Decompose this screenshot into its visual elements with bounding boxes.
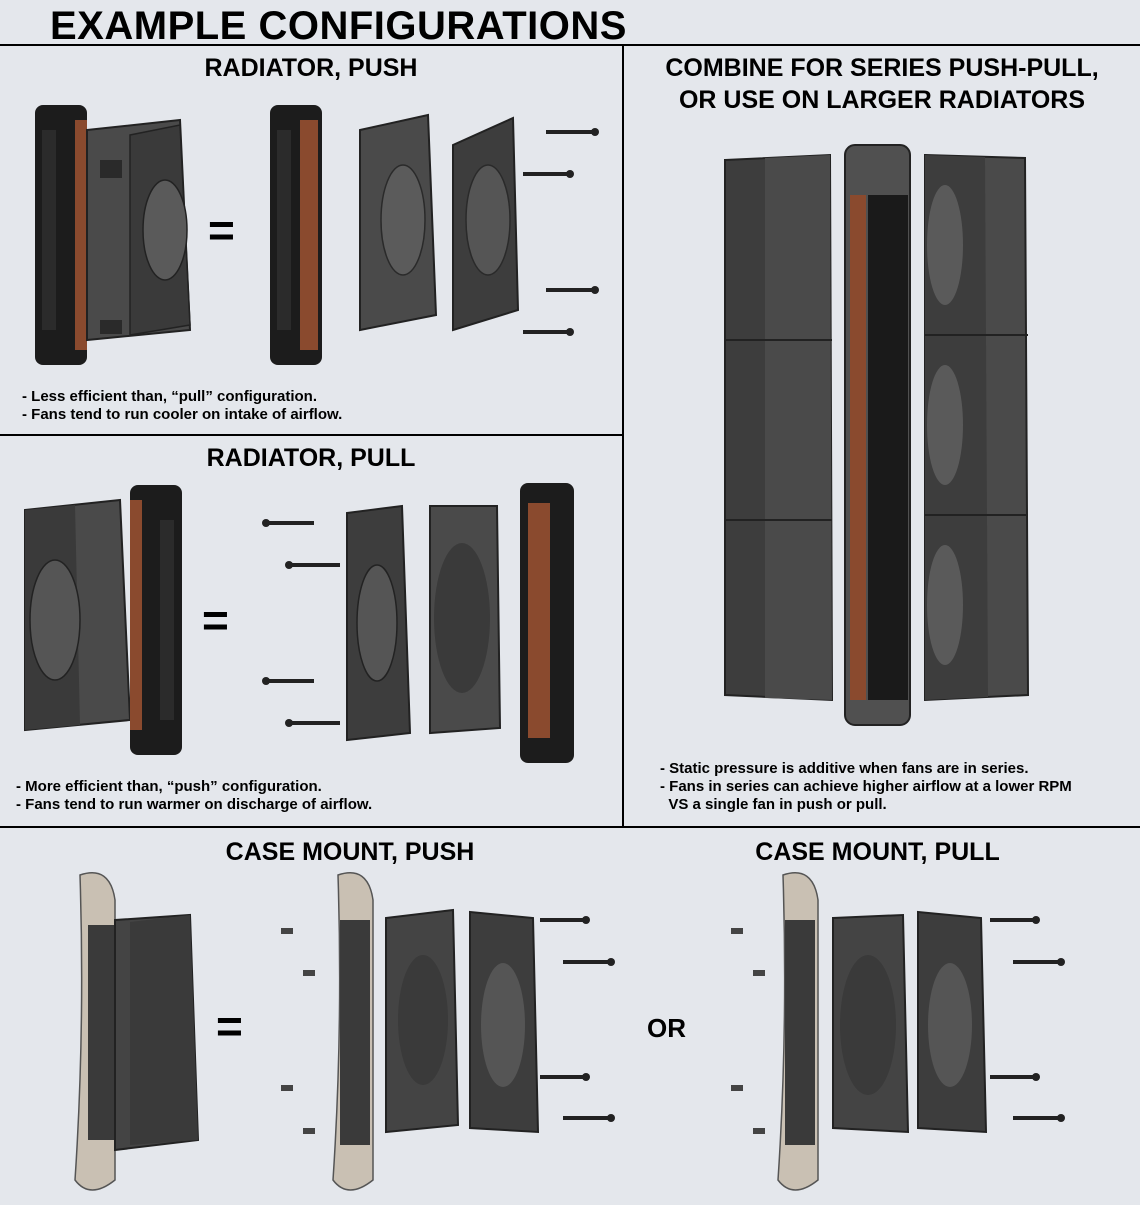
equals-symbol: =	[208, 204, 235, 256]
radiator-push-title: RADIATOR, PUSH	[204, 54, 418, 82]
note-line: - Static pressure is additive when fans …	[660, 760, 1029, 777]
radiator-pull-exploded	[262, 483, 574, 763]
or-symbol: OR	[647, 1013, 686, 1043]
equals-symbol: =	[202, 594, 229, 646]
note-line: - Fans tend to run cooler on intake of a…	[22, 406, 343, 423]
equals-symbol: =	[216, 1000, 243, 1052]
radiator-pull-title: RADIATOR, PULL	[206, 444, 416, 472]
divider-vertical	[622, 45, 624, 827]
divider-top	[0, 44, 1140, 46]
series-notes: - Static pressure is additive when fans …	[660, 760, 1072, 814]
radiator-push-assembled	[35, 105, 192, 365]
note-line: - Fans in series can achieve higher airf…	[660, 778, 1072, 795]
note-line: VS a single fan in push or pull.	[660, 796, 887, 813]
case-pull-title: CASE MOUNT, PULL	[755, 838, 1000, 866]
case-push-title: CASE MOUNT, PUSH	[225, 838, 475, 866]
series-title-line2: OR USE ON LARGER RADIATORS	[678, 86, 1086, 114]
series-assembly	[724, 144, 1030, 726]
series-title-line1: COMBINE FOR SERIES PUSH-PULL,	[665, 54, 1099, 82]
case-pull-exploded	[731, 872, 1065, 1191]
radiator-push-notes: - Less efficient than, “pull” configurat…	[22, 388, 342, 424]
note-line: - Fans tend to run warmer on discharge o…	[16, 796, 373, 813]
radiator-pull-assembled	[24, 485, 182, 755]
case-push-exploded	[281, 872, 615, 1191]
radiator-push-exploded	[270, 105, 599, 365]
divider-left-middle	[0, 434, 623, 436]
case-push-assembled	[74, 872, 200, 1191]
note-line: - More efficient than, “push” configurat…	[16, 778, 322, 795]
page-title: EXAMPLE CONFIGURATIONS	[50, 4, 627, 48]
divider-bottom	[0, 826, 1140, 828]
radiator-pull-notes: - More efficient than, “push” configurat…	[16, 778, 372, 814]
note-line: - Less efficient than, “pull” configurat…	[22, 388, 318, 405]
